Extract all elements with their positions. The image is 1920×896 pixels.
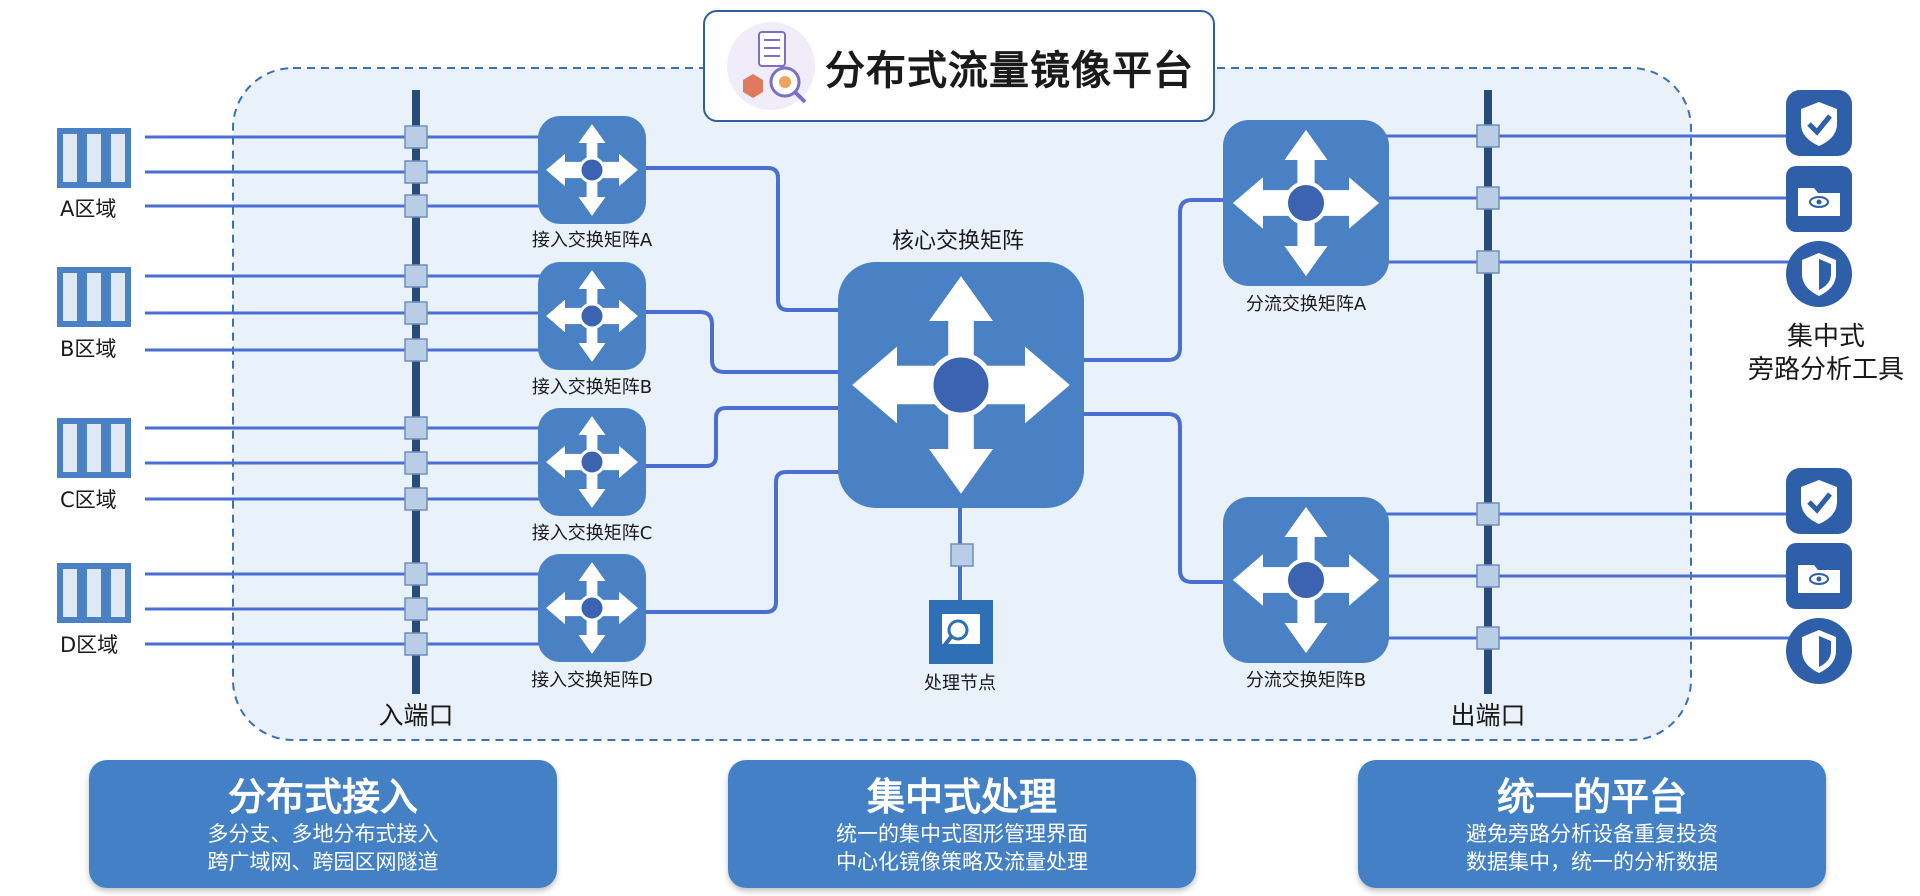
core-links — [640, 166, 860, 614]
processing-node-label: 处理节点 — [924, 673, 996, 694]
app-folder-icon — [1786, 166, 1852, 232]
card-line: 统一的集中式图形管理界面 — [836, 822, 1088, 846]
card-centralized-processing: 集中式处理 统一的集中式图形管理界面 中心化镜像策略及流量处理 — [728, 760, 1196, 888]
building-icon-d — [57, 563, 131, 623]
app-folder-icon — [1786, 543, 1852, 609]
access-switch-b — [538, 262, 646, 370]
access-switch-label-b: 接入交换矩阵B — [532, 377, 652, 398]
building-icon-b — [57, 267, 131, 327]
card-title: 集中式处理 — [866, 775, 1057, 819]
ingress-bus — [404, 90, 428, 694]
card-unified-platform: 统一的平台 避免旁路分析设备重复投资 数据集中，统一的分析数据 — [1358, 760, 1826, 888]
processing-node — [929, 600, 993, 664]
access-switch-c — [538, 408, 646, 516]
title-box: 分布式流量镜像平台 — [703, 10, 1215, 122]
egress-label: 出端口 — [1450, 701, 1525, 730]
processing-port — [950, 543, 974, 567]
egress-bus — [1476, 90, 1500, 694]
access-switch-label-c: 接入交换矩阵C — [532, 523, 653, 544]
card-line: 中心化镜像策略及流量处理 — [836, 850, 1088, 874]
building-icon-a — [57, 128, 131, 188]
split-switch-b — [1223, 497, 1389, 663]
split-switch-label-b: 分流交换矩阵B — [1246, 670, 1366, 691]
shield-check-icon — [1786, 90, 1852, 156]
region-links — [145, 135, 545, 646]
card-title: 分布式接入 — [227, 775, 418, 819]
core-switch — [838, 262, 1084, 508]
region-label-c: C区域 — [60, 488, 117, 512]
split-switch-a — [1223, 120, 1389, 286]
platform-logo-icon — [727, 22, 815, 110]
access-switch-label-a: 接入交换矩阵A — [532, 230, 653, 251]
page-title: 分布式流量镜像平台 — [825, 48, 1194, 94]
tools-label-line2: 旁路分析工具 — [1748, 355, 1904, 385]
shield-check-icon — [1786, 468, 1852, 534]
region-building-icons — [57, 128, 131, 623]
shield-icon — [1786, 241, 1852, 307]
access-switch-label-d: 接入交换矩阵D — [531, 670, 653, 691]
card-line: 多分支、多地分布式接入 — [207, 822, 439, 846]
card-line: 跨广域网、跨园区网隧道 — [207, 850, 439, 874]
ingress-label: 入端口 — [378, 701, 453, 730]
building-icon-c — [57, 418, 131, 478]
shield-icon — [1786, 618, 1852, 684]
access-switch-a — [538, 116, 646, 224]
region-label-a: A区域 — [60, 197, 116, 221]
egress-links — [1375, 134, 1790, 640]
card-distributed-access: 分布式接入 多分支、多地分布式接入 跨广域网、跨园区网隧道 — [89, 760, 557, 888]
region-label-d: D区域 — [60, 633, 118, 657]
card-title: 统一的平台 — [1496, 775, 1687, 819]
split-switch-label-a: 分流交换矩阵A — [1246, 294, 1367, 315]
core-switch-label: 核心交换矩阵 — [892, 229, 1024, 254]
region-label-b: B区域 — [60, 337, 116, 361]
card-line: 数据集中，统一的分析数据 — [1466, 850, 1718, 874]
tools-label-line1: 集中式 — [1787, 322, 1865, 352]
card-line: 避免旁路分析设备重复投资 — [1466, 822, 1718, 846]
access-switch-d — [538, 554, 646, 662]
